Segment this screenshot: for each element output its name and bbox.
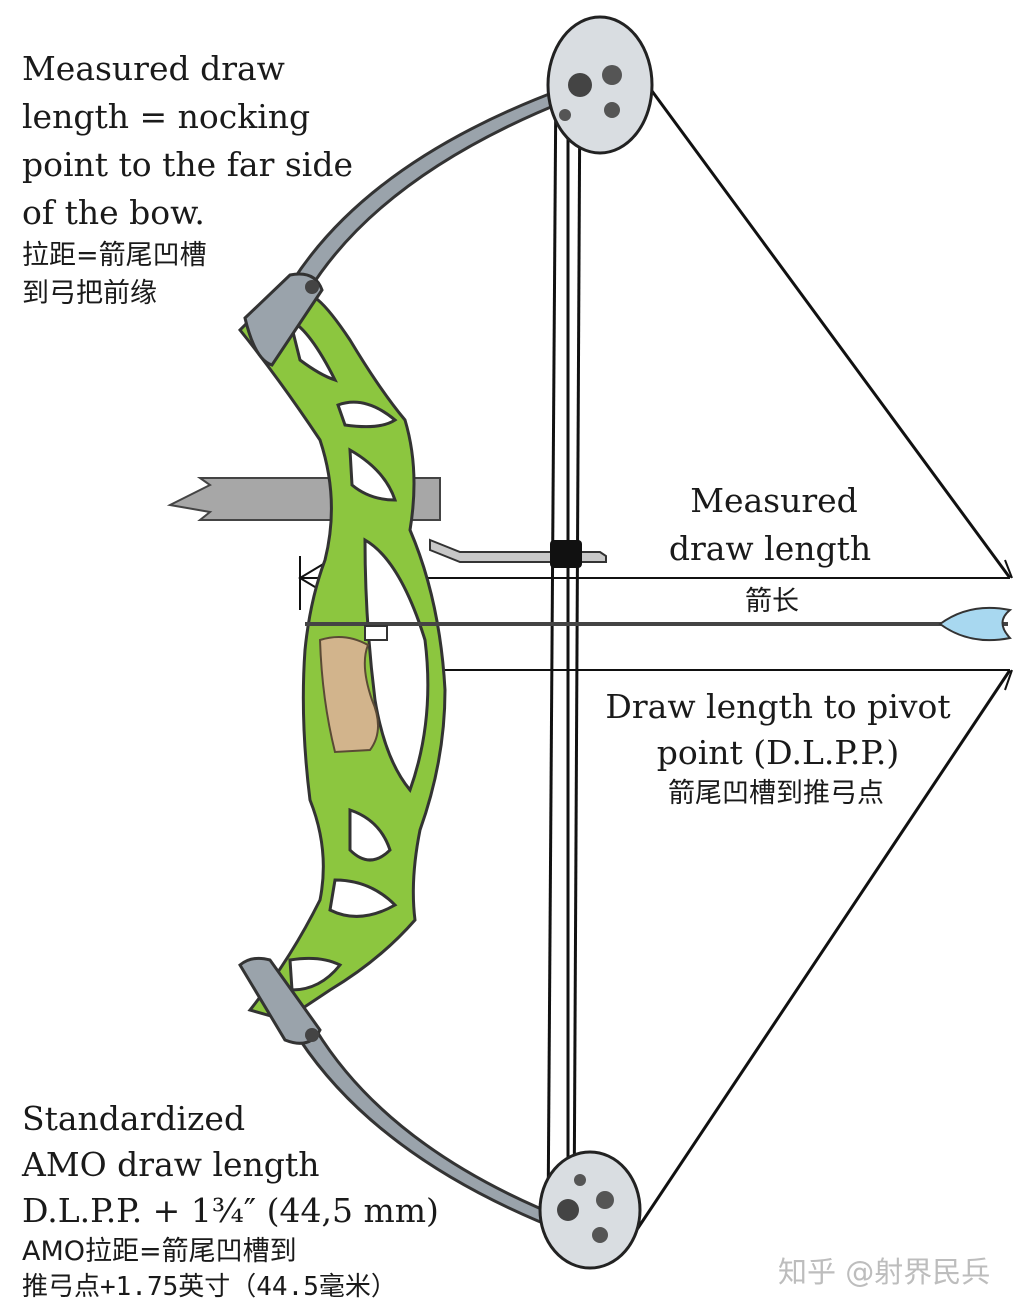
text-line: AMO拉距=箭尾凹槽到 [22,1236,297,1267]
cable-2 [572,69,582,1226]
string-main [636,71,1012,579]
bow-grip [318,635,379,754]
lower-cam [538,1150,642,1270]
cable-slide [550,540,582,568]
text-line: 拉距=箭尾凹槽 [22,240,207,271]
far-bracket [1004,559,1013,691]
text-line: Measured [690,481,858,520]
riser-cutout [336,400,398,429]
text-line: length = nocking [22,97,311,136]
text-line: of the bow. [22,193,205,232]
lower-limb-pocket [238,956,322,1045]
upper-limb-pocket [243,272,324,367]
riser-cutout [363,537,430,793]
arrow-fletching [938,606,1013,642]
text-line: point (D.L.P.P.) [656,733,900,772]
upper-cam [546,15,654,155]
text-line: D.L.P.P. + 1¾″ (44,5 mm) [22,1191,439,1230]
text-line: Draw length to pivot [605,687,951,726]
nock-point [364,625,388,641]
string-main-lower [628,669,1012,1241]
riser-cutout [348,807,392,862]
text-line: AMO draw length [22,1145,320,1184]
riser-cutout [348,447,398,502]
text-line: 到弓把前缘 [22,278,157,309]
text-line: Measured draw [22,49,285,88]
text-line: 箭尾凹槽到推弓点 [668,778,884,809]
text-line: draw length [668,529,872,568]
limb-bolt-upper [305,280,319,294]
text-line: 推弓点+1.75英寸（44.5毫米） [22,1272,397,1302]
text-line: Standardized [22,1099,246,1138]
text-line: point to the far side [22,145,353,184]
limb-bolt-lower [305,1028,319,1042]
bow-strings [546,69,1012,1241]
riser-cutouts [287,317,430,992]
cable-1 [546,69,558,1226]
riser-cutout [287,317,338,383]
watermark: 知乎 @射界民兵 [778,1255,991,1289]
riser-cutout [288,956,343,992]
riser-cutout [328,878,398,918]
upper-limb [289,86,570,295]
label-arrow-length: 箭长 [745,586,799,617]
